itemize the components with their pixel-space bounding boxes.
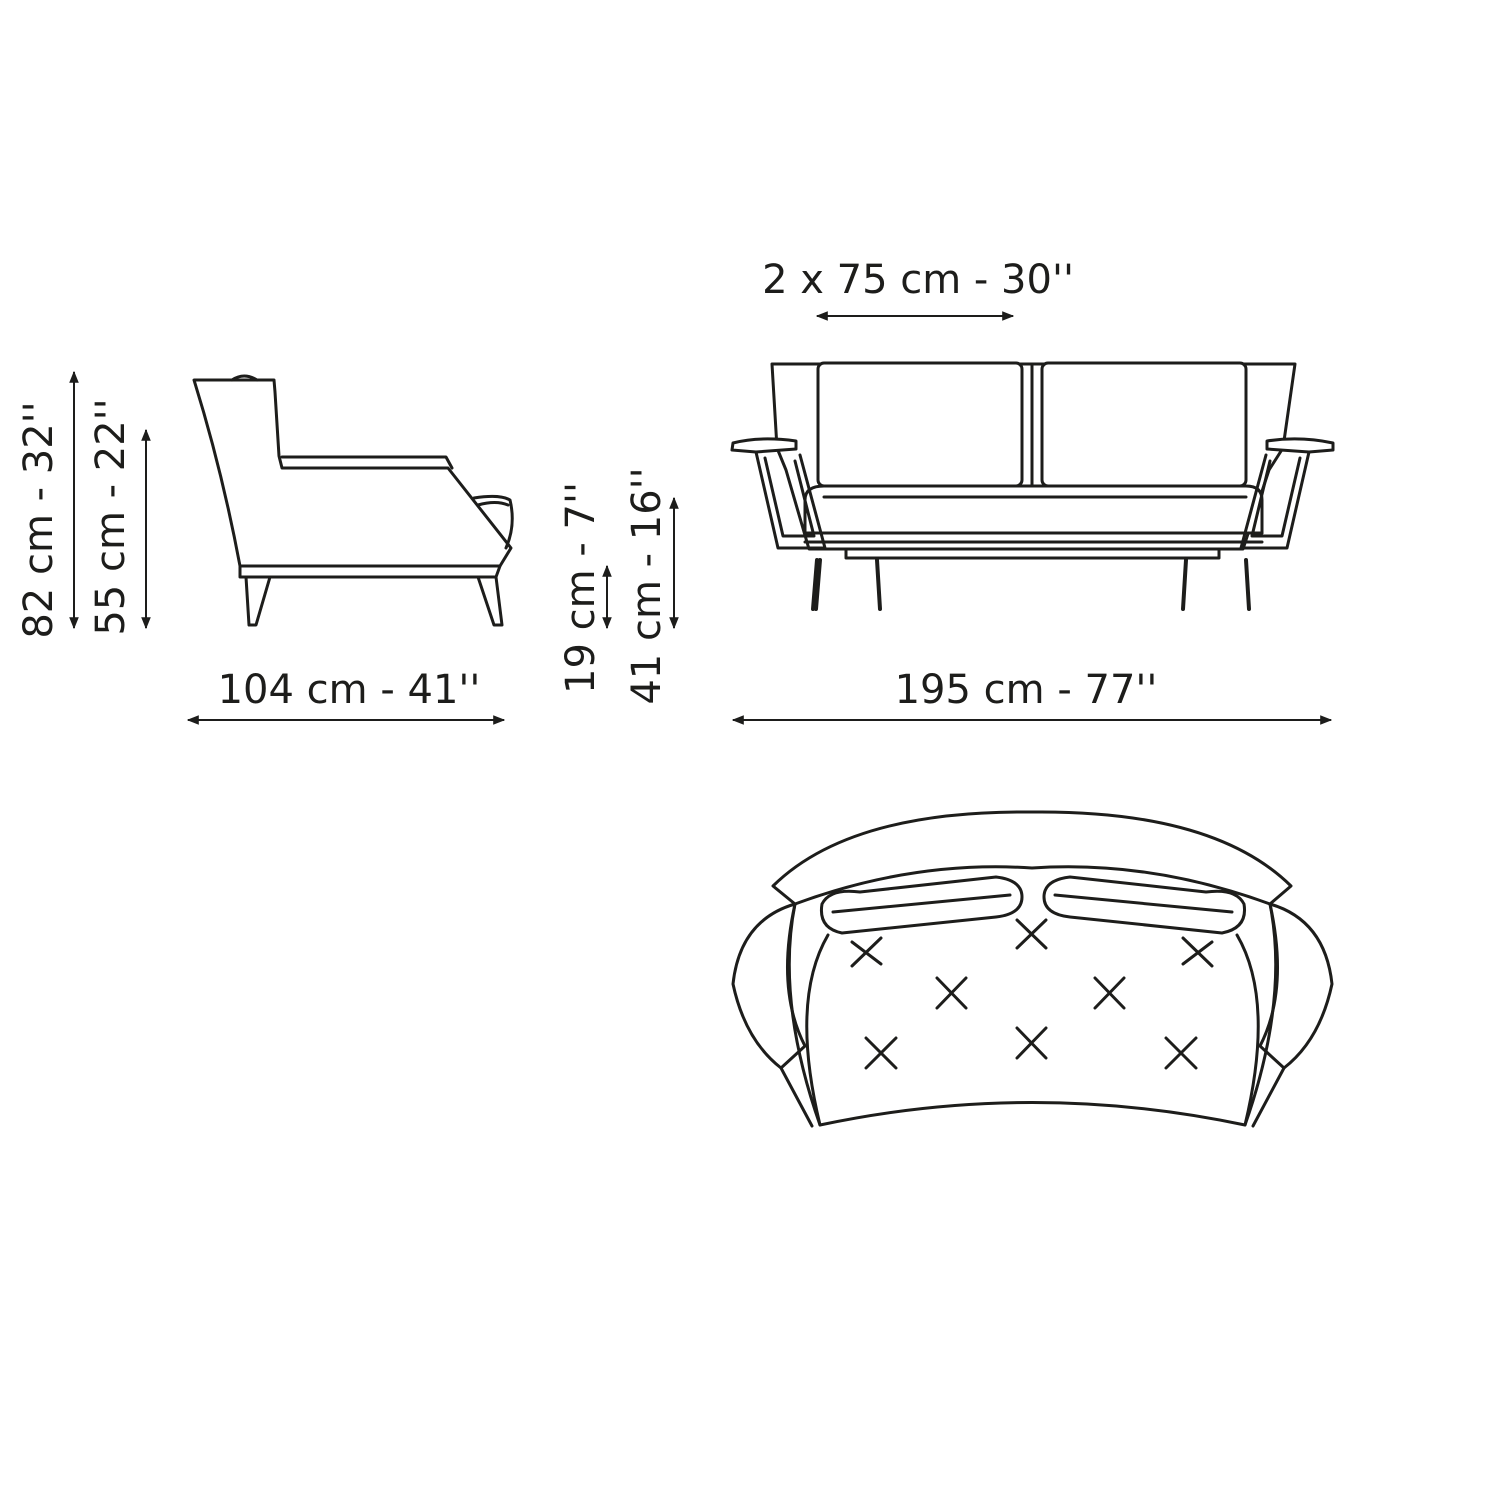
cushion-width-label: 2 x 75 cm - 30'' (762, 257, 1074, 303)
seat-height-label: 55 cm - 22'' (88, 398, 134, 635)
depth-label: 104 cm - 41'' (218, 667, 481, 713)
height-total-label: 82 cm - 32'' (16, 401, 62, 638)
top-view (731, 810, 1334, 1128)
side-view (192, 374, 514, 627)
dimension-lines (69, 311, 1333, 725)
tufting-buttons (850, 918, 1214, 1070)
leg-height-label: 19 cm - 7'' (558, 482, 604, 694)
armrest-height-label: 41 cm - 16'' (624, 467, 670, 704)
width-label: 195 cm - 77'' (895, 667, 1158, 713)
front-view (730, 361, 1335, 611)
